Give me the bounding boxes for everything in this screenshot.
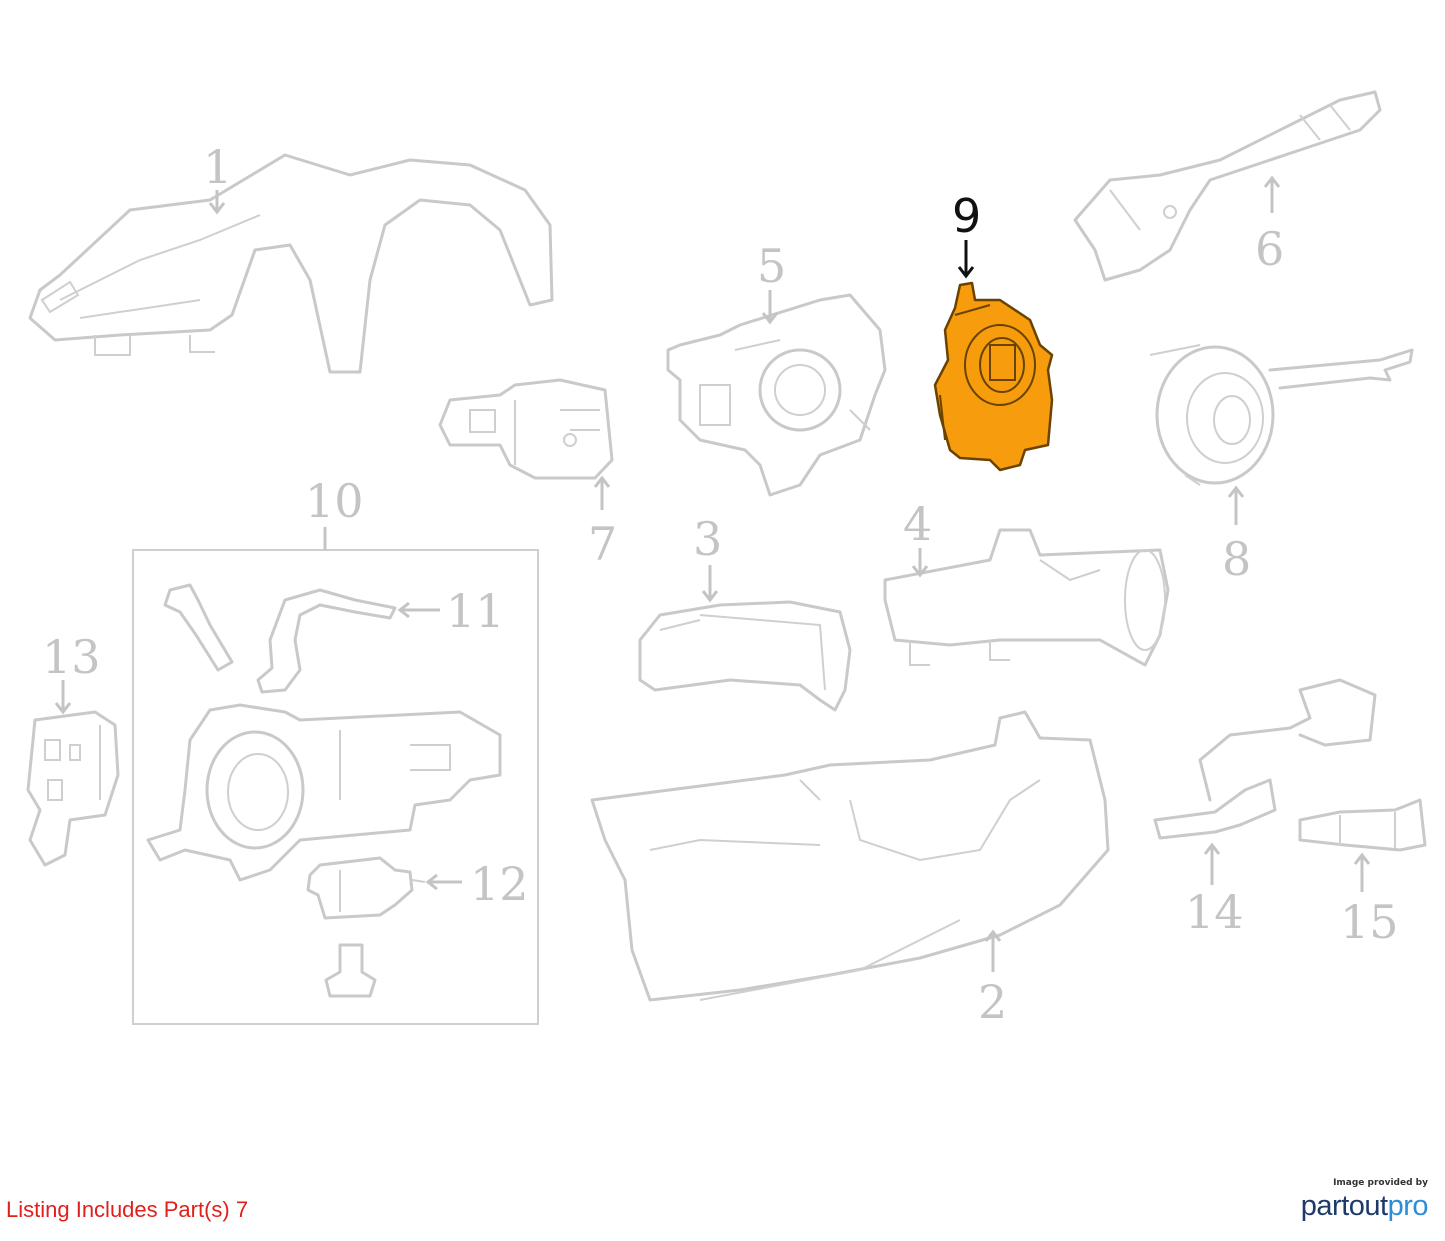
part-8-clockspring-assembly — [1149, 344, 1414, 486]
leader-12 — [425, 873, 462, 891]
callout-7: 7 — [588, 517, 617, 571]
part-7-ignition-switch — [438, 378, 614, 480]
callout-12: 12 — [470, 857, 529, 911]
logo-text-part1: partout — [1300, 1190, 1388, 1222]
callout-14: 14 — [1185, 885, 1244, 939]
leader-1 — [208, 190, 226, 215]
callout-5: 5 — [757, 239, 786, 293]
provider-caption: Image provided by — [1333, 1178, 1428, 1188]
part-1-upper-cover — [28, 153, 554, 374]
leader-8 — [1227, 485, 1245, 525]
part-14-sensor-harness — [1153, 678, 1377, 840]
part-2-lower-cover — [590, 710, 1110, 1002]
callout-1: 1 — [203, 140, 232, 194]
callout-4: 4 — [903, 497, 932, 551]
leader-3 — [701, 565, 719, 603]
partoutpro-logo: partoutpro — [1283, 1190, 1429, 1223]
callout-11: 11 — [446, 584, 505, 638]
leader-6 — [1263, 175, 1281, 213]
callout-2: 2 — [978, 975, 1007, 1029]
provider-attribution: Image provided by partoutpro — [1283, 1178, 1429, 1223]
part-9-clockspring — [933, 281, 1054, 472]
part-6-stalk — [1073, 90, 1382, 282]
leader-5 — [761, 290, 779, 325]
part-10-kit-box — [132, 549, 539, 1025]
leader-15 — [1353, 852, 1371, 892]
part-15-sensor — [1298, 798, 1427, 852]
leader-11 — [397, 601, 440, 619]
part-4-shroud — [883, 528, 1170, 667]
kit-lock-assembly — [146, 703, 502, 882]
leader-14 — [1203, 842, 1221, 885]
callout-15: 15 — [1340, 895, 1399, 949]
leader-7 — [593, 475, 611, 510]
leader-2 — [984, 929, 1002, 972]
callout-6: 6 — [1255, 222, 1284, 276]
listing-note: Listing Includes Part(s) 7 — [6, 1197, 249, 1222]
logo-text-part2: pro — [1387, 1190, 1429, 1222]
kit-screw — [324, 943, 377, 998]
callout-10: 10 — [305, 474, 364, 528]
leader-9 — [957, 240, 975, 279]
part-13-switch — [26, 710, 120, 867]
callout-13: 13 — [42, 630, 101, 684]
part-5-housing — [666, 293, 887, 497]
leader-4 — [911, 548, 929, 578]
part-3-cover-piece — [638, 600, 852, 712]
callout-3: 3 — [693, 512, 722, 566]
leader-13 — [54, 680, 72, 715]
callout-8: 8 — [1222, 532, 1251, 586]
part-12-connector — [306, 856, 426, 920]
part-11-bracket — [163, 583, 397, 694]
callout-9: 9 — [952, 189, 981, 243]
